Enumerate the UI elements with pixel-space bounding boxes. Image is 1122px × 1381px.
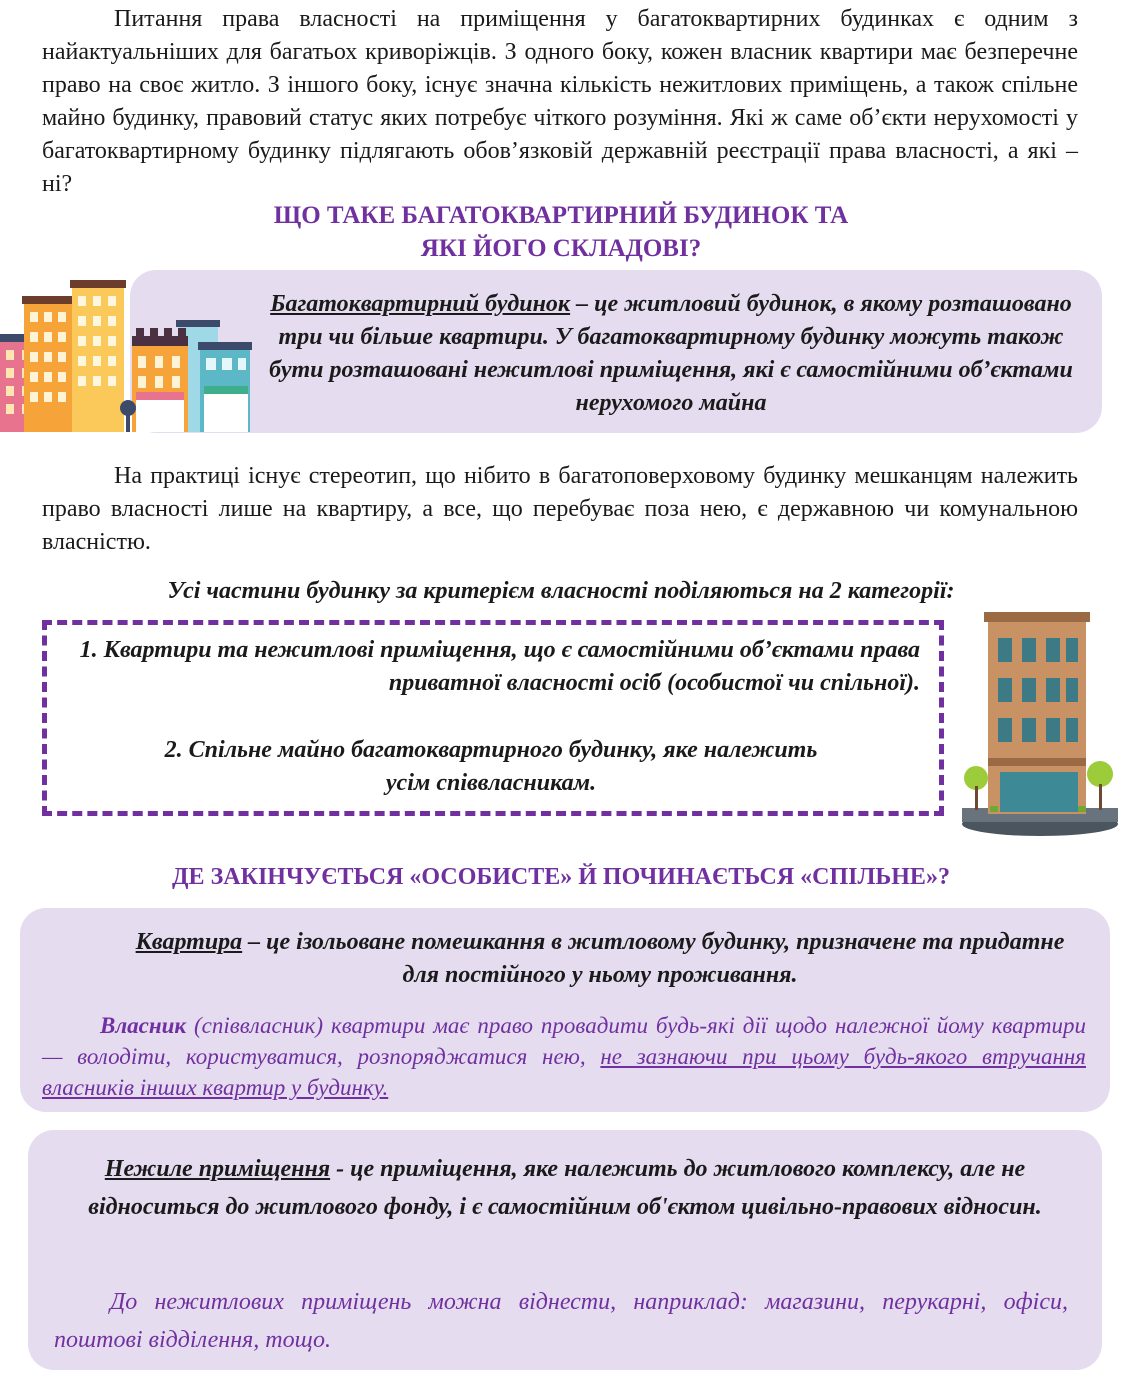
owner-underlined-text: не зазнаючи при цьому будь-якого втручан… (42, 1044, 1086, 1100)
definition-apartment-body: – це ізольоване помешкання в житловому б… (242, 929, 1065, 988)
categories-intro: Усі частини будинку за критерієм власнос… (167, 578, 955, 604)
definition-building-text: Багатоквартирний будинок – це житловий б… (262, 288, 1080, 420)
heading-what-is-building: ЩО ТАКЕ БАГАТОКВАРТИРНИЙ БУДИНОК ТА ЯКІ … (0, 199, 1122, 265)
brick-building-illustration (962, 612, 1118, 836)
practice-paragraph: На практиці існує стереотип, що нібито в… (42, 463, 1078, 555)
category-item-2: 2. Спільне майно багатоквартирного будин… (62, 734, 920, 800)
apartment-owner-paragraph: Власник (співвласник) квартири має право… (42, 1010, 1086, 1103)
definition-building-body: – це житловий будинок, в якому розташова… (269, 291, 1073, 416)
term-nonresidential: Нежиле приміщення (104, 1156, 331, 1182)
city-buildings-illustration (0, 280, 252, 432)
category-item-1: 1. Квартири та нежитлові приміщення, що … (79, 637, 920, 696)
definition-box-apartment (20, 908, 1110, 1112)
definition-box-building (130, 270, 1102, 433)
intro-paragraph: Питання права власності на приміщення у … (42, 6, 1078, 197)
definition-nonresidential-text: Нежиле приміщення - це приміщення, яке н… (54, 1150, 1076, 1226)
definition-apartment-text: Квартира – це ізольоване помешкання в жи… (120, 926, 1080, 992)
definition-nonresidential-body: - це приміщення, яке належить до житлово… (88, 1156, 1042, 1220)
term-apartment: Квартира (135, 929, 243, 955)
definition-box-nonresidential (28, 1130, 1102, 1370)
heading-personal-vs-common: ДЕ ЗАКІНЧУЄТЬСЯ «ОСОБИСТЕ» Й ПОЧИНАЄТЬСЯ… (172, 864, 950, 890)
term-owner: Власник (100, 1013, 187, 1038)
category-item-2-line1: 2. Спільне майно багатоквартирного будин… (164, 737, 818, 763)
heading1-line2: ЯКІ ЙОГО СКЛАДОВІ? (420, 235, 702, 262)
heading1-line1: ЩО ТАКЕ БАГАТОКВАРТИРНИЙ БУДИНОК ТА (273, 202, 849, 229)
categories-dashed-box (42, 620, 944, 816)
nonresidential-examples: До нежитлових приміщень можна віднести, … (54, 1289, 1068, 1353)
term-building: Багатоквартирний будинок (270, 291, 571, 317)
category-item-2-line2: усім співвласникам. (385, 770, 597, 796)
owner-text: (співвласник) квартири має право провади… (42, 1013, 1086, 1069)
